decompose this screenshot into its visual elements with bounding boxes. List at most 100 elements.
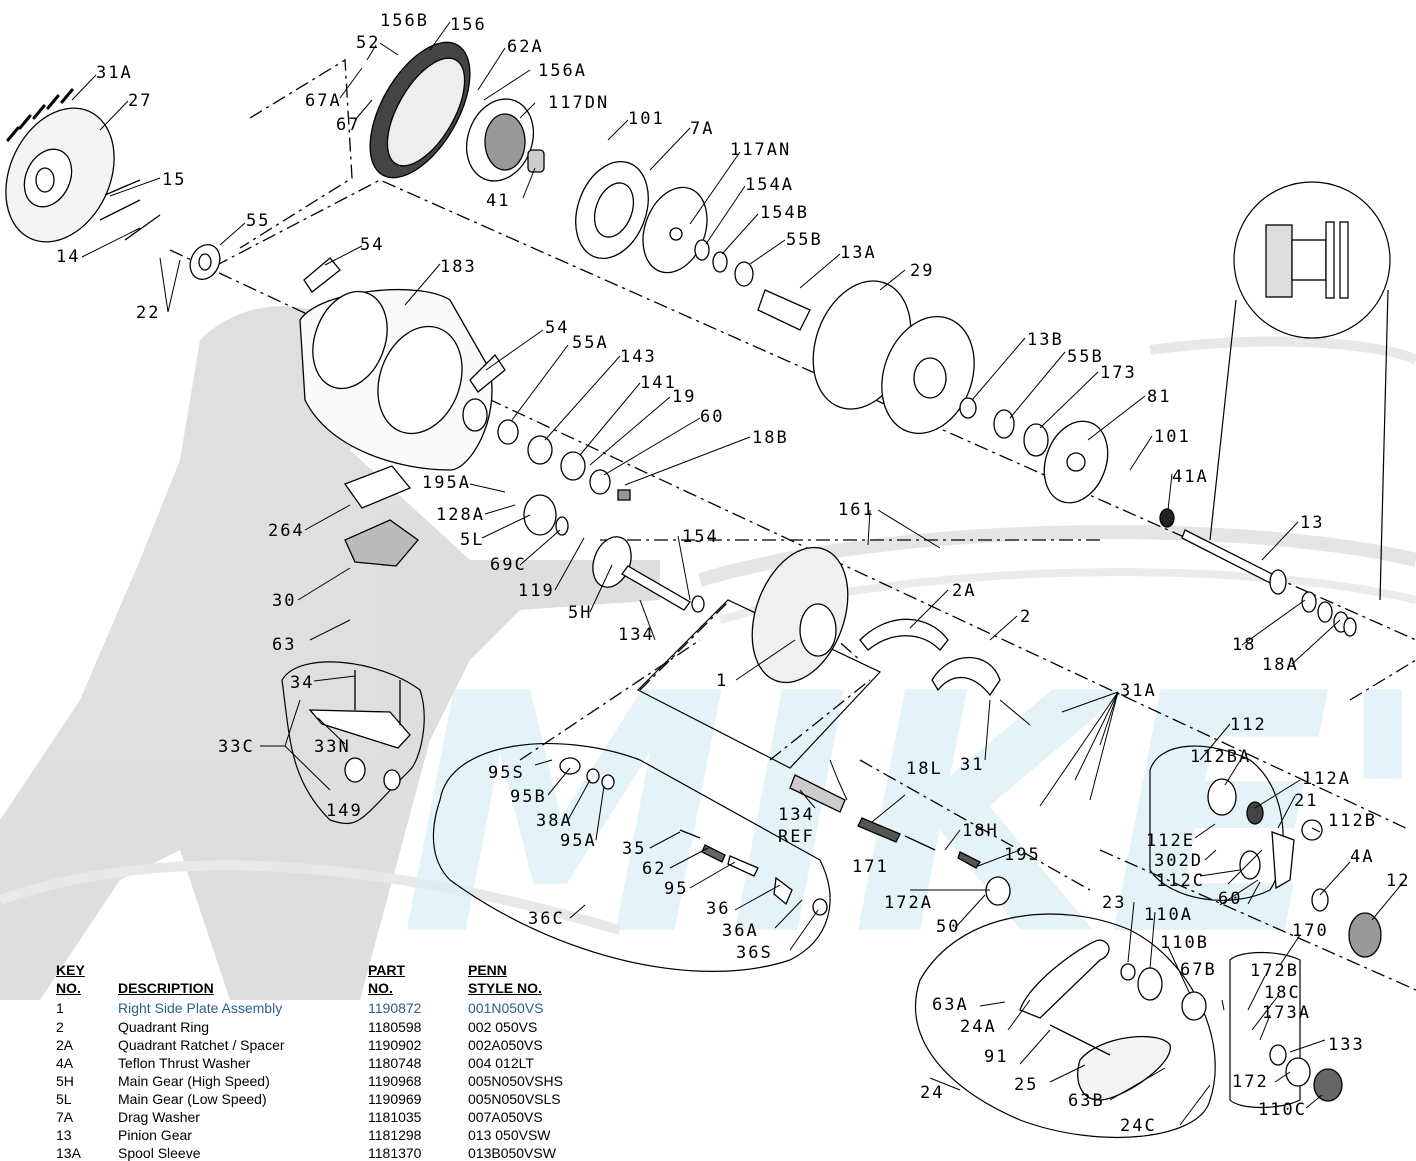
label-117DN: 117DN <box>548 93 609 113</box>
label-112A: 112A <box>1302 769 1351 789</box>
label-29: 29 <box>910 261 934 281</box>
row-key: 4A <box>56 1055 74 1071</box>
header-part-1: PART <box>368 962 406 978</box>
row-description: Quadrant Ratchet / Spacer <box>118 1037 285 1053</box>
label-110B: 110B <box>1160 933 1209 953</box>
label-112E: 112E <box>1146 831 1195 851</box>
row-description: Drag Washer <box>118 1109 200 1125</box>
header-key-1: KEY <box>56 962 85 978</box>
label-172B: 172B <box>1250 961 1299 981</box>
label-2A: 2A <box>952 581 976 601</box>
table-row: 5L Main Gear (Low Speed) 1190969 005N050… <box>56 1091 616 1107</box>
row-description: Main Gear (High Speed) <box>118 1073 270 1089</box>
label-60-right: 60 <box>1218 889 1242 909</box>
label-133: 133 <box>1328 1035 1365 1055</box>
label-25: 25 <box>1014 1075 1038 1095</box>
row-part: 1181298 <box>368 1127 422 1143</box>
label-18B: 18B <box>752 428 789 448</box>
label-67B: 67B <box>1180 960 1217 980</box>
parts-drawings <box>5 41 1382 1102</box>
row-description: Spool Sleeve <box>118 1145 201 1161</box>
label-95: 95 <box>664 879 688 899</box>
label-41A: 41A <box>1172 467 1209 487</box>
row-key: 5L <box>56 1091 72 1107</box>
label-34: 34 <box>290 673 314 693</box>
label-63A: 63A <box>932 995 969 1015</box>
row-style: 001N050VS <box>468 1000 544 1016</box>
row-description: Main Gear (Low Speed) <box>118 1091 267 1107</box>
label-30: 30 <box>272 591 296 611</box>
table-row: 7A Drag Washer 1181035 007A050VS <box>56 1109 616 1125</box>
header-style-1: PENN <box>468 962 507 978</box>
row-description: Right Side Plate Assembly <box>118 1000 283 1016</box>
label-112: 112 <box>1230 715 1267 735</box>
label-1: 1 <box>716 671 728 691</box>
label-13A: 13A <box>840 243 877 263</box>
label-149: 149 <box>326 801 363 821</box>
label-161: 161 <box>838 500 875 520</box>
label-156A: 156A <box>538 61 587 81</box>
label-24C: 24C <box>1120 1116 1157 1136</box>
label-95S: 95S <box>488 763 525 783</box>
label-95B: 95B <box>510 787 547 807</box>
label-101-top: 101 <box>628 109 665 129</box>
label-170: 170 <box>1292 921 1329 941</box>
label-171: 171 <box>852 857 889 877</box>
label-18C: 18C <box>1264 983 1301 1003</box>
label-2: 2 <box>1020 607 1032 627</box>
label-23: 23 <box>1102 893 1126 913</box>
row-description: Pinion Gear <box>118 1127 192 1143</box>
row-key: 7A <box>56 1109 74 1125</box>
label-63: 63 <box>272 635 296 655</box>
label-63B: 63B <box>1068 1091 1105 1111</box>
label-22: 22 <box>136 303 160 323</box>
row-style: 002A050VS <box>468 1037 543 1053</box>
label-95A: 95A <box>560 831 597 851</box>
label-33C: 33C <box>218 737 255 757</box>
row-key: 5H <box>56 1073 74 1089</box>
row-key: 2 <box>56 1019 64 1035</box>
label-18A: 18A <box>1262 655 1299 675</box>
row-part: 1180748 <box>368 1055 422 1071</box>
label-36C: 36C <box>528 909 565 929</box>
row-key: 13A <box>56 1145 81 1161</box>
label-101-mid: 101 <box>1154 427 1191 447</box>
table-row: 13A Spool Sleeve 1181370 013B050VSW <box>56 1145 616 1161</box>
row-part: 1181035 <box>368 1109 422 1125</box>
table-row: 5H Main Gear (High Speed) 1190968 005N05… <box>56 1073 616 1089</box>
label-128A: 128A <box>436 505 485 525</box>
part-labels: 156B 156 52 62A 156A 67A 67 117DN 31A 27… <box>56 11 1408 1136</box>
row-key: 2A <box>56 1037 74 1053</box>
row-description: Teflon Thrust Washer <box>118 1055 251 1071</box>
label-4A: 4A <box>1350 847 1374 867</box>
label-69C: 69C <box>490 555 527 575</box>
label-195A: 195A <box>422 473 471 493</box>
label-112BA: 112BA <box>1190 747 1251 767</box>
label-55B-mid: 55B <box>1067 347 1104 367</box>
label-154B: 154B <box>760 203 809 223</box>
label-27: 27 <box>128 91 152 111</box>
label-50: 50 <box>936 917 960 937</box>
label-134: 134 <box>618 625 655 645</box>
row-part: 1181370 <box>368 1145 422 1161</box>
row-part: 1190902 <box>368 1037 422 1053</box>
header-style-2: STYLE NO. <box>468 980 542 996</box>
row-style: 013B050VSW <box>468 1145 556 1161</box>
row-style: 007A050VS <box>468 1109 543 1125</box>
label-33N: 33N <box>314 737 351 757</box>
label-154A: 154A <box>745 175 794 195</box>
label-7A: 7A <box>690 119 714 139</box>
label-112C: 112C <box>1156 871 1205 891</box>
row-part: 1190872 <box>368 1000 422 1016</box>
label-67: 67 <box>336 115 360 135</box>
label-55: 55 <box>246 211 270 231</box>
label-264: 264 <box>268 521 305 541</box>
label-38A: 38A <box>536 811 573 831</box>
label-13: 13 <box>1300 513 1324 533</box>
label-112B: 112B <box>1328 811 1377 831</box>
label-141: 141 <box>640 373 677 393</box>
row-description: Quadrant Ring <box>118 1019 210 1035</box>
label-24: 24 <box>920 1083 944 1103</box>
label-173A: 173A <box>1262 1003 1311 1023</box>
